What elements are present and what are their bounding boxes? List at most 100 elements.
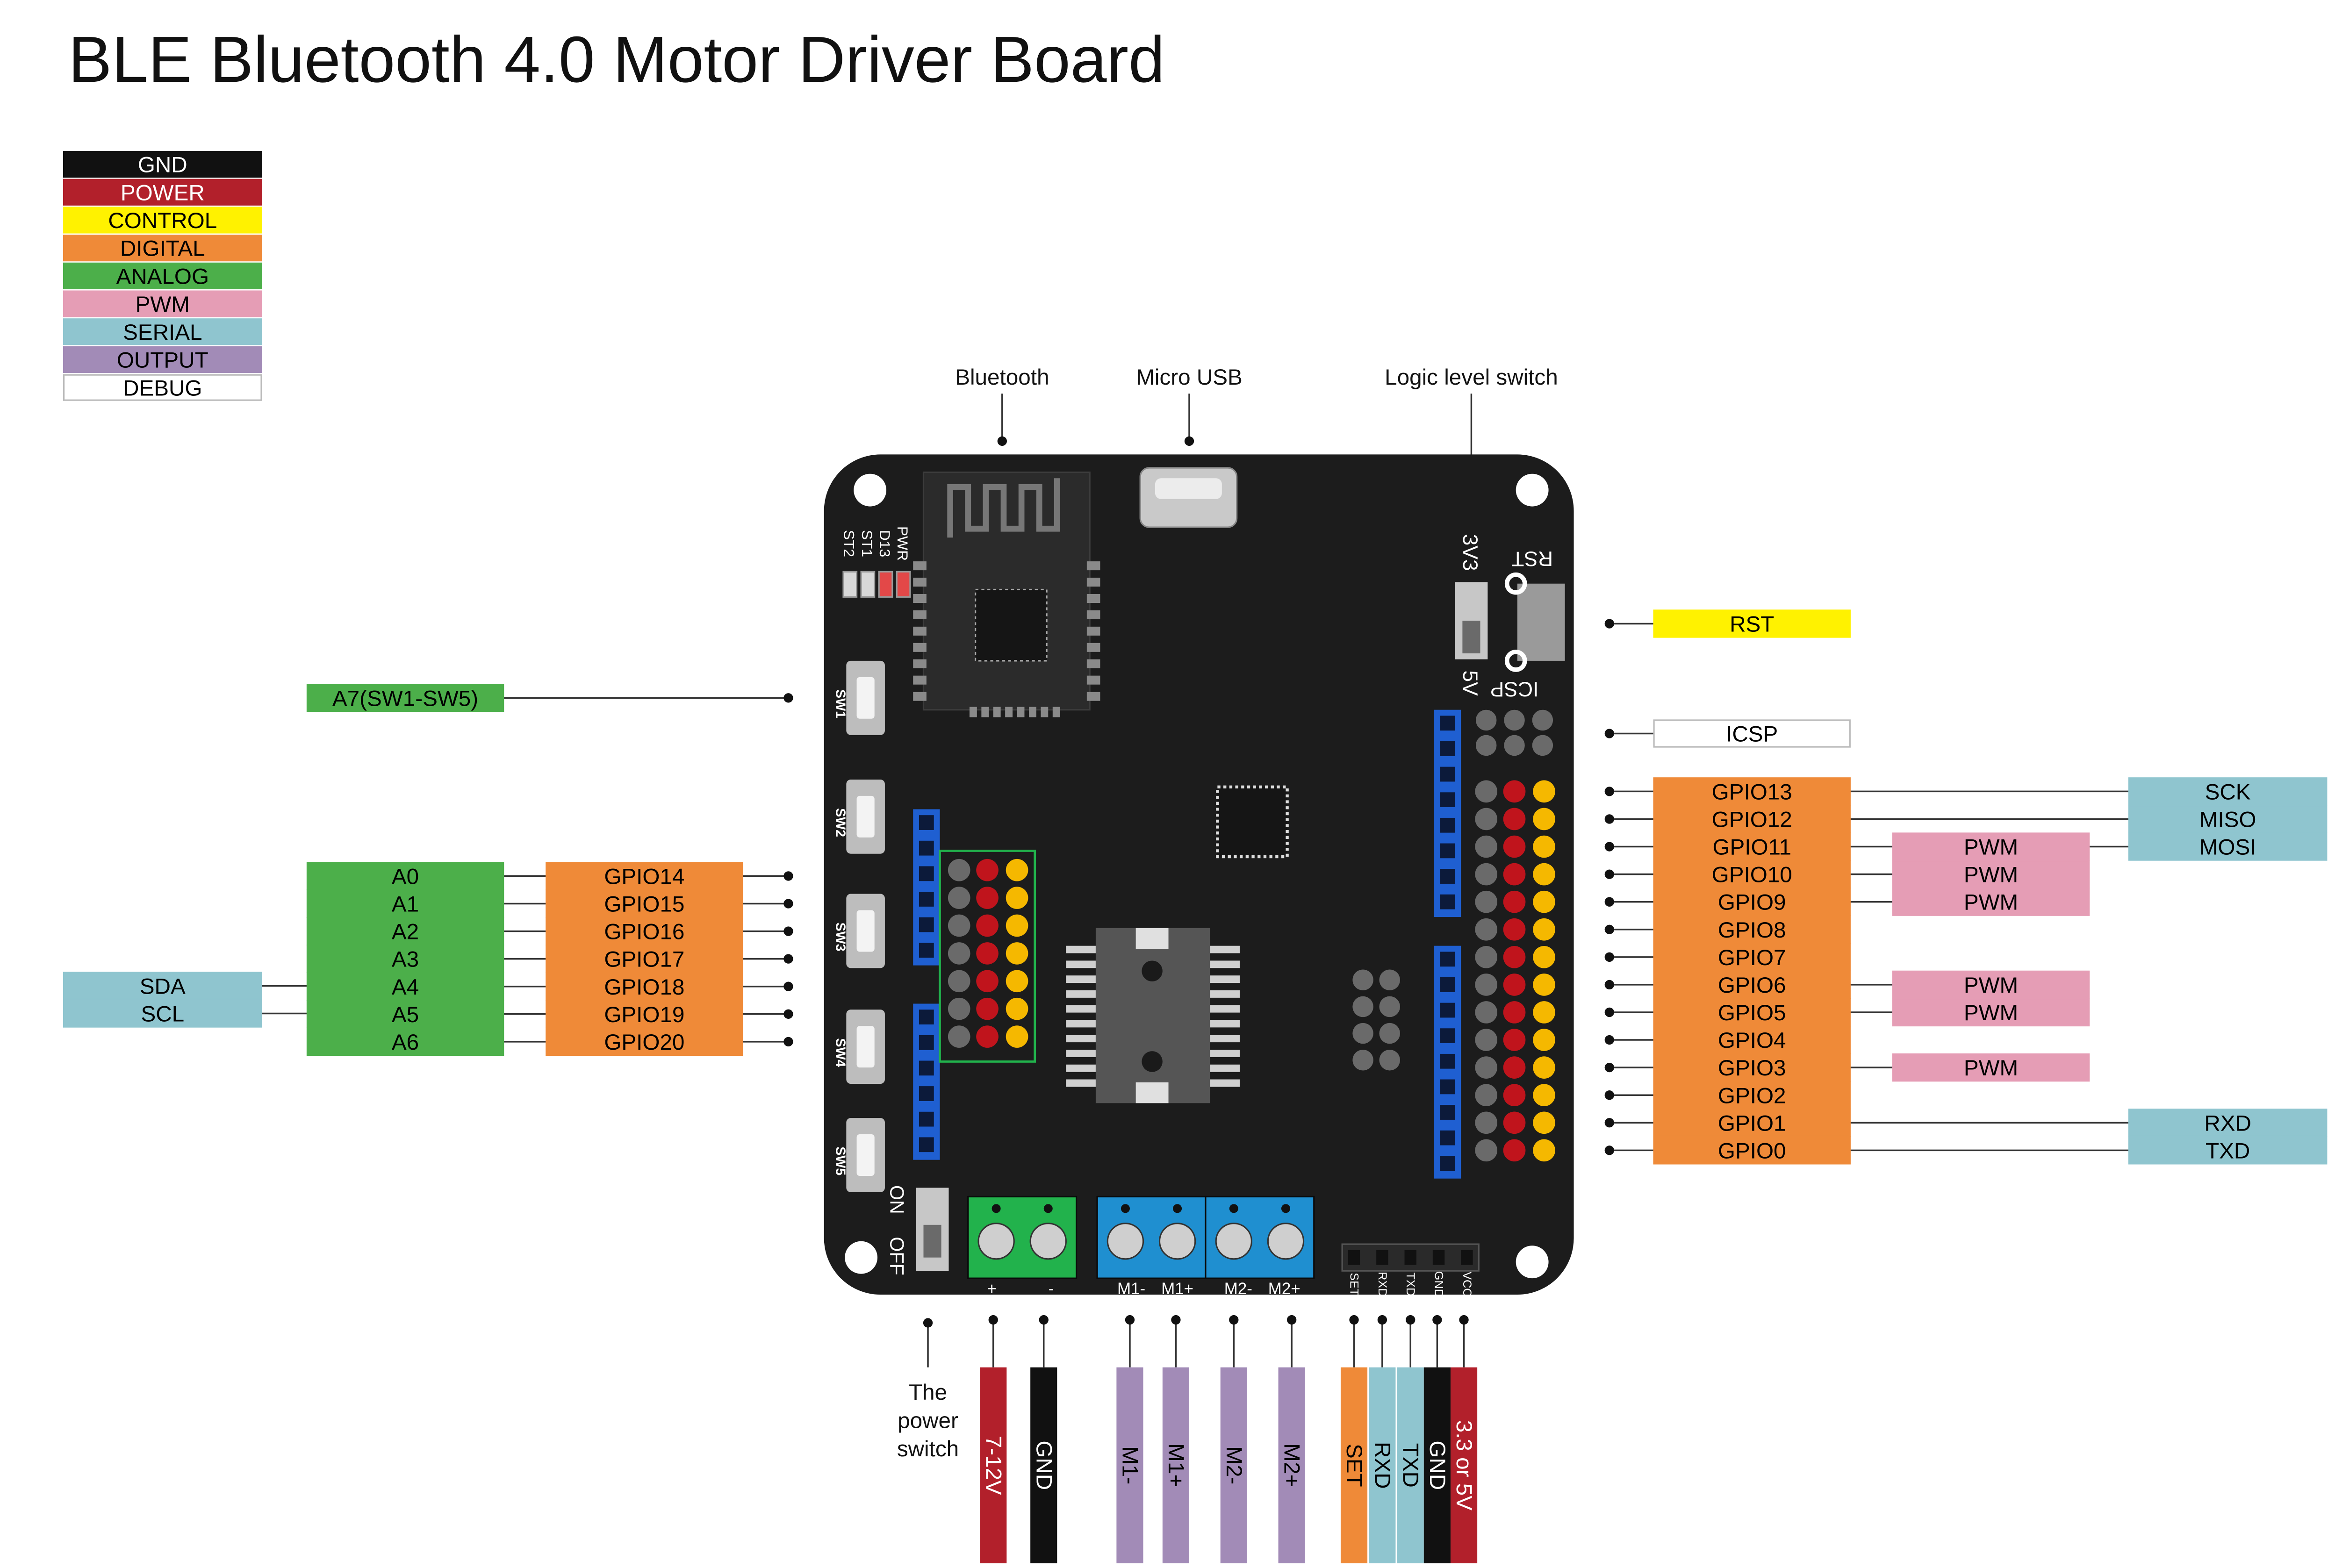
legend-control-box	[63, 207, 262, 234]
icsp-pin	[1504, 735, 1525, 756]
serial-header-label-set: SET	[1348, 1273, 1361, 1296]
leader-dot	[1286, 1315, 1297, 1325]
callout-power-switch-2: switch	[897, 1437, 959, 1461]
motor1-terminal-hole	[1173, 1204, 1182, 1213]
analog-signal-pin	[1006, 859, 1028, 881]
leader-dot	[1604, 1035, 1614, 1045]
gpio-power-pin	[1503, 863, 1526, 886]
logic-level-switch-knob	[1462, 621, 1480, 654]
label-gpio1-text: GPIO1	[1718, 1111, 1786, 1136]
button-sw1-cap	[856, 677, 875, 719]
header-right-upper-pin	[1440, 869, 1455, 884]
bottom-box-4	[1220, 1367, 1247, 1563]
mount-hole-2	[1516, 473, 1549, 507]
leader-dot	[1604, 1146, 1614, 1155]
legend-gnd-box	[63, 150, 262, 178]
icsp-pin	[1532, 735, 1553, 756]
leader-dot	[1229, 1315, 1239, 1325]
legend-debug-box	[63, 374, 262, 401]
leader-dot	[783, 1037, 793, 1047]
mount-hole-3	[845, 1241, 878, 1274]
label-gpio6-box	[1653, 970, 1851, 999]
led-pwr	[896, 571, 911, 598]
label-a1-box	[306, 889, 504, 918]
header-left-lower-pin	[919, 1137, 934, 1153]
leader-dot	[1377, 1315, 1387, 1325]
header-right-upper-pin	[1440, 716, 1455, 731]
bottom-box-1	[1030, 1367, 1057, 1563]
driver-pin	[1066, 990, 1096, 998]
driver-pin	[1066, 1005, 1096, 1013]
driver-pin	[1210, 975, 1240, 983]
bottom-text-gnd: GND	[1031, 1440, 1056, 1490]
driver-tab	[1135, 928, 1169, 949]
label-gpio20-box	[546, 1027, 743, 1056]
bt-pad	[969, 707, 977, 717]
label-gpio14-box	[546, 862, 743, 890]
label-a2-text: A2	[392, 920, 419, 945]
driver-pin	[1210, 990, 1240, 998]
label-gpio20-text: GPIO20	[604, 1030, 684, 1055]
gpio-power-pin	[1503, 1029, 1526, 1051]
power-terminal-hole	[992, 1204, 1001, 1213]
bottom-text-7-12v: 7-12V	[981, 1436, 1006, 1495]
header-right-upper-pin	[1440, 894, 1455, 909]
label-pwm-gpio11-text: PWM	[1964, 835, 2018, 860]
legend-power-text: POWER	[121, 180, 205, 205]
leader-dot	[783, 899, 793, 909]
header-right-lower-pin	[1440, 977, 1455, 992]
leader-dot	[783, 693, 793, 703]
legend-debug-text: DEBUG	[123, 376, 202, 401]
label-gpio19-text: GPIO19	[604, 1002, 684, 1027]
label-rxd-box	[2128, 1109, 2328, 1137]
driver-pin	[1210, 1079, 1240, 1087]
leader-dot	[783, 926, 793, 936]
label-a5-box	[306, 1000, 504, 1028]
driver-pin	[1210, 1020, 1240, 1028]
label-gpio11-text: GPIO11	[1712, 835, 1791, 860]
callout-logic-level-switch: Logic level switch	[1385, 365, 1558, 390]
legend-analog-box	[63, 262, 262, 289]
label-a5-text: A5	[392, 1002, 419, 1027]
header-left-lower-pin	[919, 1060, 934, 1076]
header-left-lower-pin	[919, 1111, 934, 1127]
spare-header-pin	[1352, 1050, 1373, 1071]
button-sw2-cap	[856, 795, 875, 838]
leader-dot	[1604, 729, 1614, 738]
motor1-terminal-hole	[1121, 1204, 1130, 1213]
power-terminal-hole	[1043, 1204, 1053, 1213]
led-st2	[842, 571, 858, 598]
leader-dot	[1459, 1315, 1469, 1325]
bt-pad	[1086, 643, 1100, 652]
icsp-pin	[1475, 735, 1497, 756]
bt-chip	[975, 588, 1048, 662]
terminal-label-5: M2+	[1268, 1280, 1301, 1298]
motor2-terminal-hole	[1229, 1204, 1238, 1213]
label-on: ON	[886, 1185, 907, 1214]
analog-signal-pin	[1006, 887, 1028, 909]
label-icsp: ICSP	[1490, 678, 1539, 701]
analog-gnd-pin	[948, 887, 970, 909]
bottom-box-0	[980, 1367, 1007, 1563]
driver-pin	[1066, 1064, 1096, 1072]
bt-pad	[1052, 707, 1060, 717]
legend-serial-box	[63, 318, 262, 345]
header-left-upper-pin	[919, 943, 934, 958]
label-gpio0-box	[1653, 1136, 1851, 1165]
legend: GNDPOWERCONTROLDIGITALANALOGPWMSERIALOUT…	[63, 150, 262, 401]
label-gpio12-box	[1653, 805, 1851, 833]
button-sw5-cap	[856, 1134, 875, 1176]
bt-pad	[1086, 561, 1100, 571]
leader-dot	[1604, 787, 1614, 796]
bottom-text-gnd: GND	[1425, 1440, 1450, 1490]
leader-dot	[1125, 1315, 1135, 1325]
driver-pin	[1066, 975, 1096, 983]
motor-driver-ic	[1095, 928, 1210, 1103]
led-label-pwr: PWR	[894, 526, 911, 561]
button-label-sw4: SW4	[833, 1038, 848, 1067]
bottom-box-5	[1278, 1367, 1305, 1563]
label-gpio16-box	[546, 917, 743, 945]
analog-signal-pin	[1006, 942, 1028, 965]
label-sck-box	[2128, 777, 2328, 806]
